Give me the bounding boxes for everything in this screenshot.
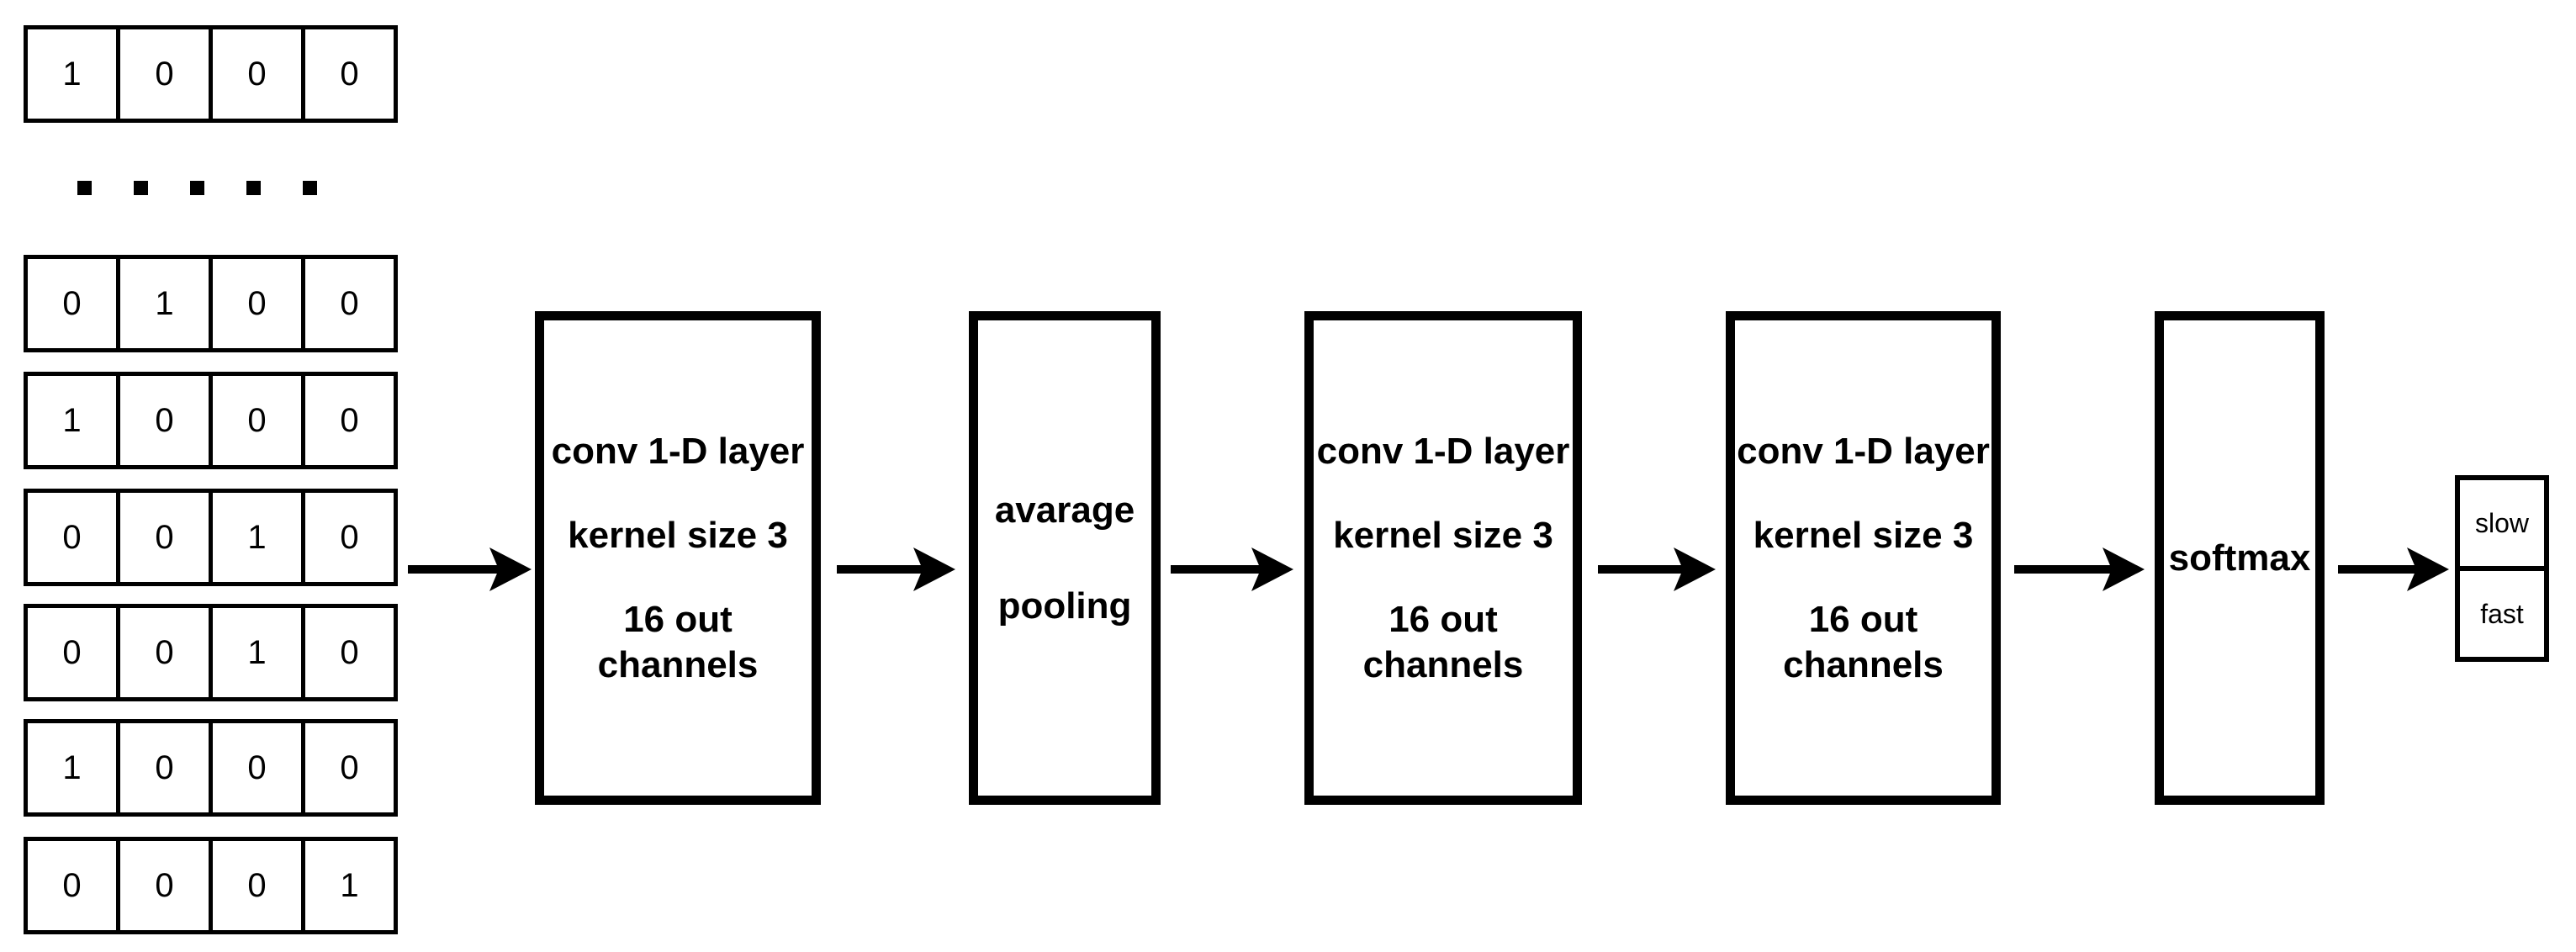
matrix-cell: 0 [209,719,305,817]
ellipsis-dot-icon [134,181,148,195]
matrix-cell: 0 [24,255,120,352]
matrix-cell: 1 [24,719,120,817]
matrix-cell: 1 [209,489,305,586]
matrix-cell: 0 [301,719,398,817]
arrow-shaft [837,565,923,574]
layer-text-line: kernel size 3 [1753,514,1974,556]
one-hot-row-4: 0 0 1 0 [24,489,398,586]
flow-arrow-5 [2014,547,2145,591]
layer-text-line: kernel size 3 [1333,514,1553,556]
ellipsis-dots [77,181,317,195]
arrow-shaft [2338,565,2417,574]
flow-arrow-1 [408,547,532,591]
one-hot-row-7: 0 0 0 1 [24,837,398,934]
softmax-box: softmax [2155,311,2325,805]
layer-text-line: 16 out channels [1362,598,1524,685]
matrix-cell: 1 [116,255,213,352]
layer-text-line: conv 1-D layer [1737,430,1990,472]
layer-text-line: pooling [997,584,1132,627]
layer-text-line: softmax [2168,537,2311,579]
matrix-cell: 0 [116,719,213,817]
matrix-cell: 0 [301,255,398,352]
matrix-cell: 0 [209,25,305,123]
matrix-cell: 0 [301,25,398,123]
matrix-cell: 0 [116,25,213,123]
layer-text-line: 16 out channels [1783,598,1944,685]
layer-text-line: kernel size 3 [568,514,788,556]
flow-arrow-3 [1171,547,1293,591]
one-hot-row-3: 1 0 0 0 [24,372,398,469]
arrow-shaft [2014,565,2113,574]
matrix-cell: 0 [209,837,305,934]
matrix-cell: 0 [301,604,398,701]
output-classes-box: slow fast [2455,475,2549,662]
ellipsis-dot-icon [77,181,92,195]
conv-layer-box-1: conv 1-D layer kernel size 3 16 out chan… [535,311,821,805]
matrix-cell: 0 [24,604,120,701]
flow-arrow-6 [2338,547,2449,591]
one-hot-row-2: 0 1 0 0 [24,255,398,352]
matrix-cell: 0 [301,489,398,586]
arrow-shaft [1171,565,1262,574]
output-class-fast: fast [2480,598,2524,629]
flow-arrow-2 [837,547,955,591]
conv-layer-box-2: conv 1-D layer kernel size 3 16 out chan… [1304,311,1582,805]
arrow-shaft [1598,565,1684,574]
one-hot-row-1: 1 0 0 0 [24,25,398,123]
conv-layer-box-3: conv 1-D layer kernel size 3 16 out chan… [1726,311,2001,805]
layer-text-line: conv 1-D layer [551,430,805,472]
matrix-cell: 1 [209,604,305,701]
ellipsis-dot-icon [303,181,317,195]
matrix-cell: 0 [116,604,213,701]
matrix-cell: 0 [24,489,120,586]
matrix-cell: 1 [301,837,398,934]
matrix-cell: 0 [209,255,305,352]
matrix-cell: 0 [116,372,213,469]
matrix-cell: 0 [116,837,213,934]
average-pooling-box: avarage pooling [969,311,1161,805]
matrix-cell: 0 [116,489,213,586]
matrix-cell: 1 [24,372,120,469]
output-class-slow: slow [2460,480,2544,571]
matrix-cell: 0 [209,372,305,469]
layer-text-line: 16 out channels [597,598,759,685]
matrix-cell: 0 [24,837,120,934]
layer-text-line: conv 1-D layer [1316,430,1570,472]
ellipsis-dot-icon [246,181,261,195]
ellipsis-dot-icon [190,181,204,195]
matrix-cell: 0 [301,372,398,469]
one-hot-row-5: 0 0 1 0 [24,604,398,701]
one-hot-row-6: 1 0 0 0 [24,719,398,817]
arrow-shaft [408,565,500,574]
matrix-cell: 1 [24,25,120,123]
layer-text-line: avarage [994,489,1135,531]
flow-arrow-4 [1598,547,1716,591]
